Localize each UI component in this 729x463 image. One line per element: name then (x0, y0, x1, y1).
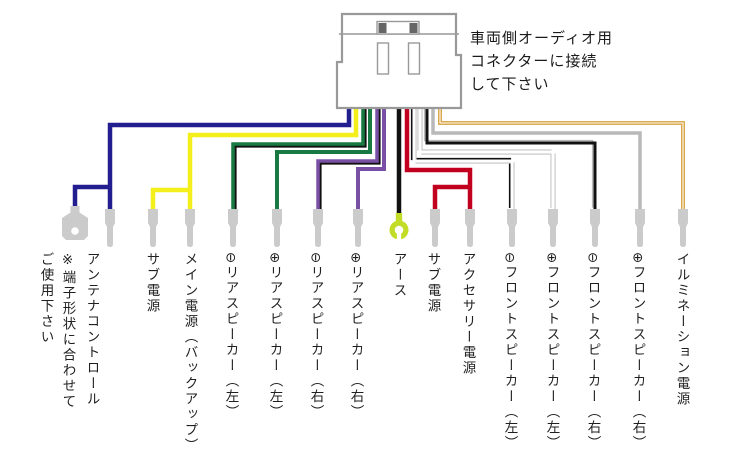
terminal-ground-ring-inner (394, 225, 404, 235)
label-main-power: メイン電源（バックアップ） (181, 252, 198, 454)
terminal-crimp-front-right-plus (635, 209, 645, 247)
wire-front-left-plus (418, 107, 555, 210)
terminal-crimp-sub-power-2 (430, 209, 440, 247)
connector-slot-right (407, 42, 421, 75)
label-front-left-plus: ⊕フロントスピーカー（左） (543, 252, 560, 452)
connector-note: 車両側オーディオ用 コネクターに接続 して下さい (470, 29, 613, 93)
label-rear-left-minus: ⊖リアスピーカー（左） (222, 252, 239, 421)
wire-main-power (187, 107, 359, 210)
wire-front-left-plus-edge2 (421, 109, 556, 212)
wire-rear-right-plus (356, 107, 386, 210)
wire-illumination-core (439, 107, 684, 210)
wire-sub-power-2-branch (432, 184, 468, 210)
connector-body (335, 12, 463, 110)
terminal-crimp-front-left-minus (507, 209, 517, 247)
terminal-antenna-plug-body (62, 206, 88, 240)
connector-key-pin-left (378, 23, 387, 33)
terminal-crimp-front-left-plus (548, 209, 558, 247)
wire-front-right-minus-edge (423, 104, 594, 208)
terminal-crimp-rear-left-plus (272, 209, 282, 247)
terminal-ground-ring (389, 213, 409, 242)
terminal-crimp-main-power (185, 209, 195, 247)
wire-front-left-minus (412, 107, 514, 210)
terminal-crimp-rear-right-minus (313, 209, 323, 247)
label-antenna-note-1: ※端子形状に合わせて (59, 252, 76, 410)
terminal-crimp-rear-right-plus (353, 209, 363, 247)
label-antenna-control: アンテナコントロール (83, 252, 100, 407)
terminal-crimp-rear-left-minus (228, 209, 238, 247)
label-rear-right-minus: ⊖リアスピーカー（右） (307, 252, 324, 421)
wire-front-left-minus-stripe (410, 105, 512, 208)
terminal-crimp-antenna (105, 209, 115, 247)
terminal-ground-ring-slot (396, 232, 402, 242)
wire-accessory-power (404, 107, 473, 210)
connector (335, 12, 463, 110)
wire-front-right-minus (425, 107, 597, 210)
wire-front-left-plus-edge1 (417, 105, 552, 208)
label-antenna-note-2: ご使用下さい (37, 252, 54, 345)
wire-rear-right-minus (316, 107, 379, 210)
label-sub-power-2: サブ電源 (424, 252, 441, 314)
label-front-right-plus: ⊕フロントスピーカー（右） (629, 252, 646, 452)
wire-rear-left-plus (275, 107, 372, 210)
terminal-antenna-plug (62, 206, 88, 240)
terminal-crimp-front-right-minus (590, 209, 600, 247)
terminal-crimp-sub-power-1 (148, 209, 158, 247)
wire-rear-left-minus (231, 107, 365, 210)
connector-slot-left (376, 42, 390, 75)
label-rear-right-plus: ⊕リアスピーカー（右） (347, 252, 364, 421)
terminal-crimp-accessory (465, 209, 475, 247)
label-front-right-minus: ⊖フロントスピーカー（右） (584, 252, 601, 452)
label-front-left-minus: ⊖フロントスピーカー（左） (501, 252, 518, 452)
wire-front-right-plus (431, 107, 642, 210)
connector-key-pin-right (409, 23, 418, 33)
wire-front-left-minus-edge (415, 109, 515, 212)
terminal-crimp-illumination (678, 209, 688, 247)
connector-key-bar (376, 20, 420, 35)
label-sub-power-1: サブ電源 (143, 252, 160, 314)
terminals (62, 206, 688, 247)
wire-antenna-control (107, 107, 352, 210)
label-illumination: イルミネーション電源 (673, 252, 690, 407)
wire-sub-power-branch (150, 187, 192, 210)
label-rear-left-plus: ⊕リアスピーカー（左） (266, 252, 283, 421)
wire-antenna-control-branch (72, 184, 112, 207)
label-accessory-power: アクセサリー電源 (459, 252, 476, 376)
terminal-antenna-plug-hole (71, 227, 79, 235)
wires (72, 104, 685, 217)
terminal-ground-stem (395, 213, 403, 222)
label-ground: アース (390, 252, 407, 299)
